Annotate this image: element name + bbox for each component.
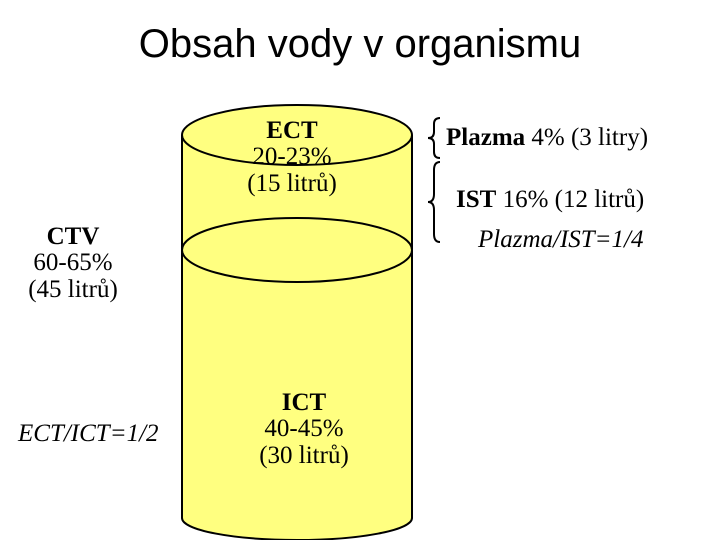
plazma-row: Plazma 4% (3 litry)	[446, 124, 648, 152]
ect-ict-divider-ellipse	[181, 217, 413, 283]
ect-label: ECT 20-23% (15 litrů)	[222, 117, 362, 197]
plazma-ist-ratio: Plazma/IST=1/4	[478, 226, 644, 253]
ict-name: ICT	[281, 389, 327, 416]
ect-volume: (15 litrů)	[247, 169, 337, 197]
ict-volume: (30 litrů)	[259, 441, 349, 469]
ctv-percent: 60-65%	[33, 249, 113, 277]
slide-title: Obsah vody v organismu	[138, 22, 582, 66]
plazma-name: Plazma	[446, 124, 526, 151]
ect-top-ellipse	[181, 104, 413, 166]
ist-name: IST	[456, 186, 497, 213]
ect-percent: 20-23%	[252, 143, 332, 171]
ctv-name: CTV	[46, 223, 100, 250]
plazma-brace	[427, 117, 441, 159]
ict-label: ICT 40-45% (30 litrů)	[234, 389, 374, 469]
ctv-volume: (45 litrů)	[28, 275, 118, 303]
ist-value: 16% (12 litrů)	[502, 186, 645, 213]
ctv-label: CTV 60-65% (45 litrů)	[6, 223, 140, 303]
ect-name: ECT	[266, 117, 318, 144]
ect-ict-ratio: ECT/ICT=1/2	[18, 420, 159, 447]
plazma-value: 4% (3 litry)	[531, 124, 649, 151]
ist-row: IST 16% (12 litrů)	[456, 186, 644, 214]
ict-percent: 40-45%	[264, 415, 344, 443]
ist-brace	[427, 161, 441, 243]
